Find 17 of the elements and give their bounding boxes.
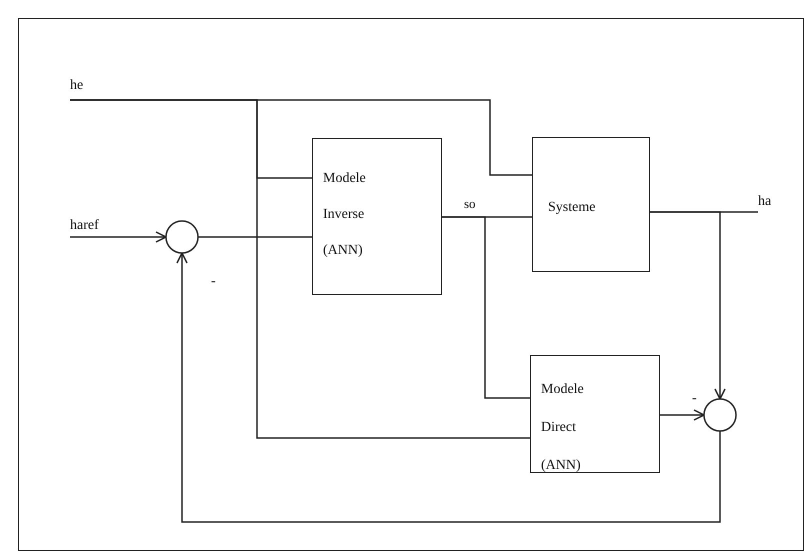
connector-line [198,236,312,238]
connector-line [660,409,705,421]
connector-line [442,216,530,399]
signal-label: haref [70,218,99,234]
connector-line [176,252,721,523]
block: Systeme [532,137,650,272]
signal-label: he [70,78,84,94]
summing-junction [166,221,198,253]
summing-junction [704,399,736,431]
minus-sign: - [211,275,216,289]
connector-line [70,99,530,439]
block: Modele Direct (ANN) [530,355,660,473]
signal-label: ha [758,194,772,210]
minus-sign: - [692,392,697,406]
connector-line [650,211,726,400]
block: Modele Inverse (ANN) [312,138,442,295]
connector-line [70,231,167,243]
